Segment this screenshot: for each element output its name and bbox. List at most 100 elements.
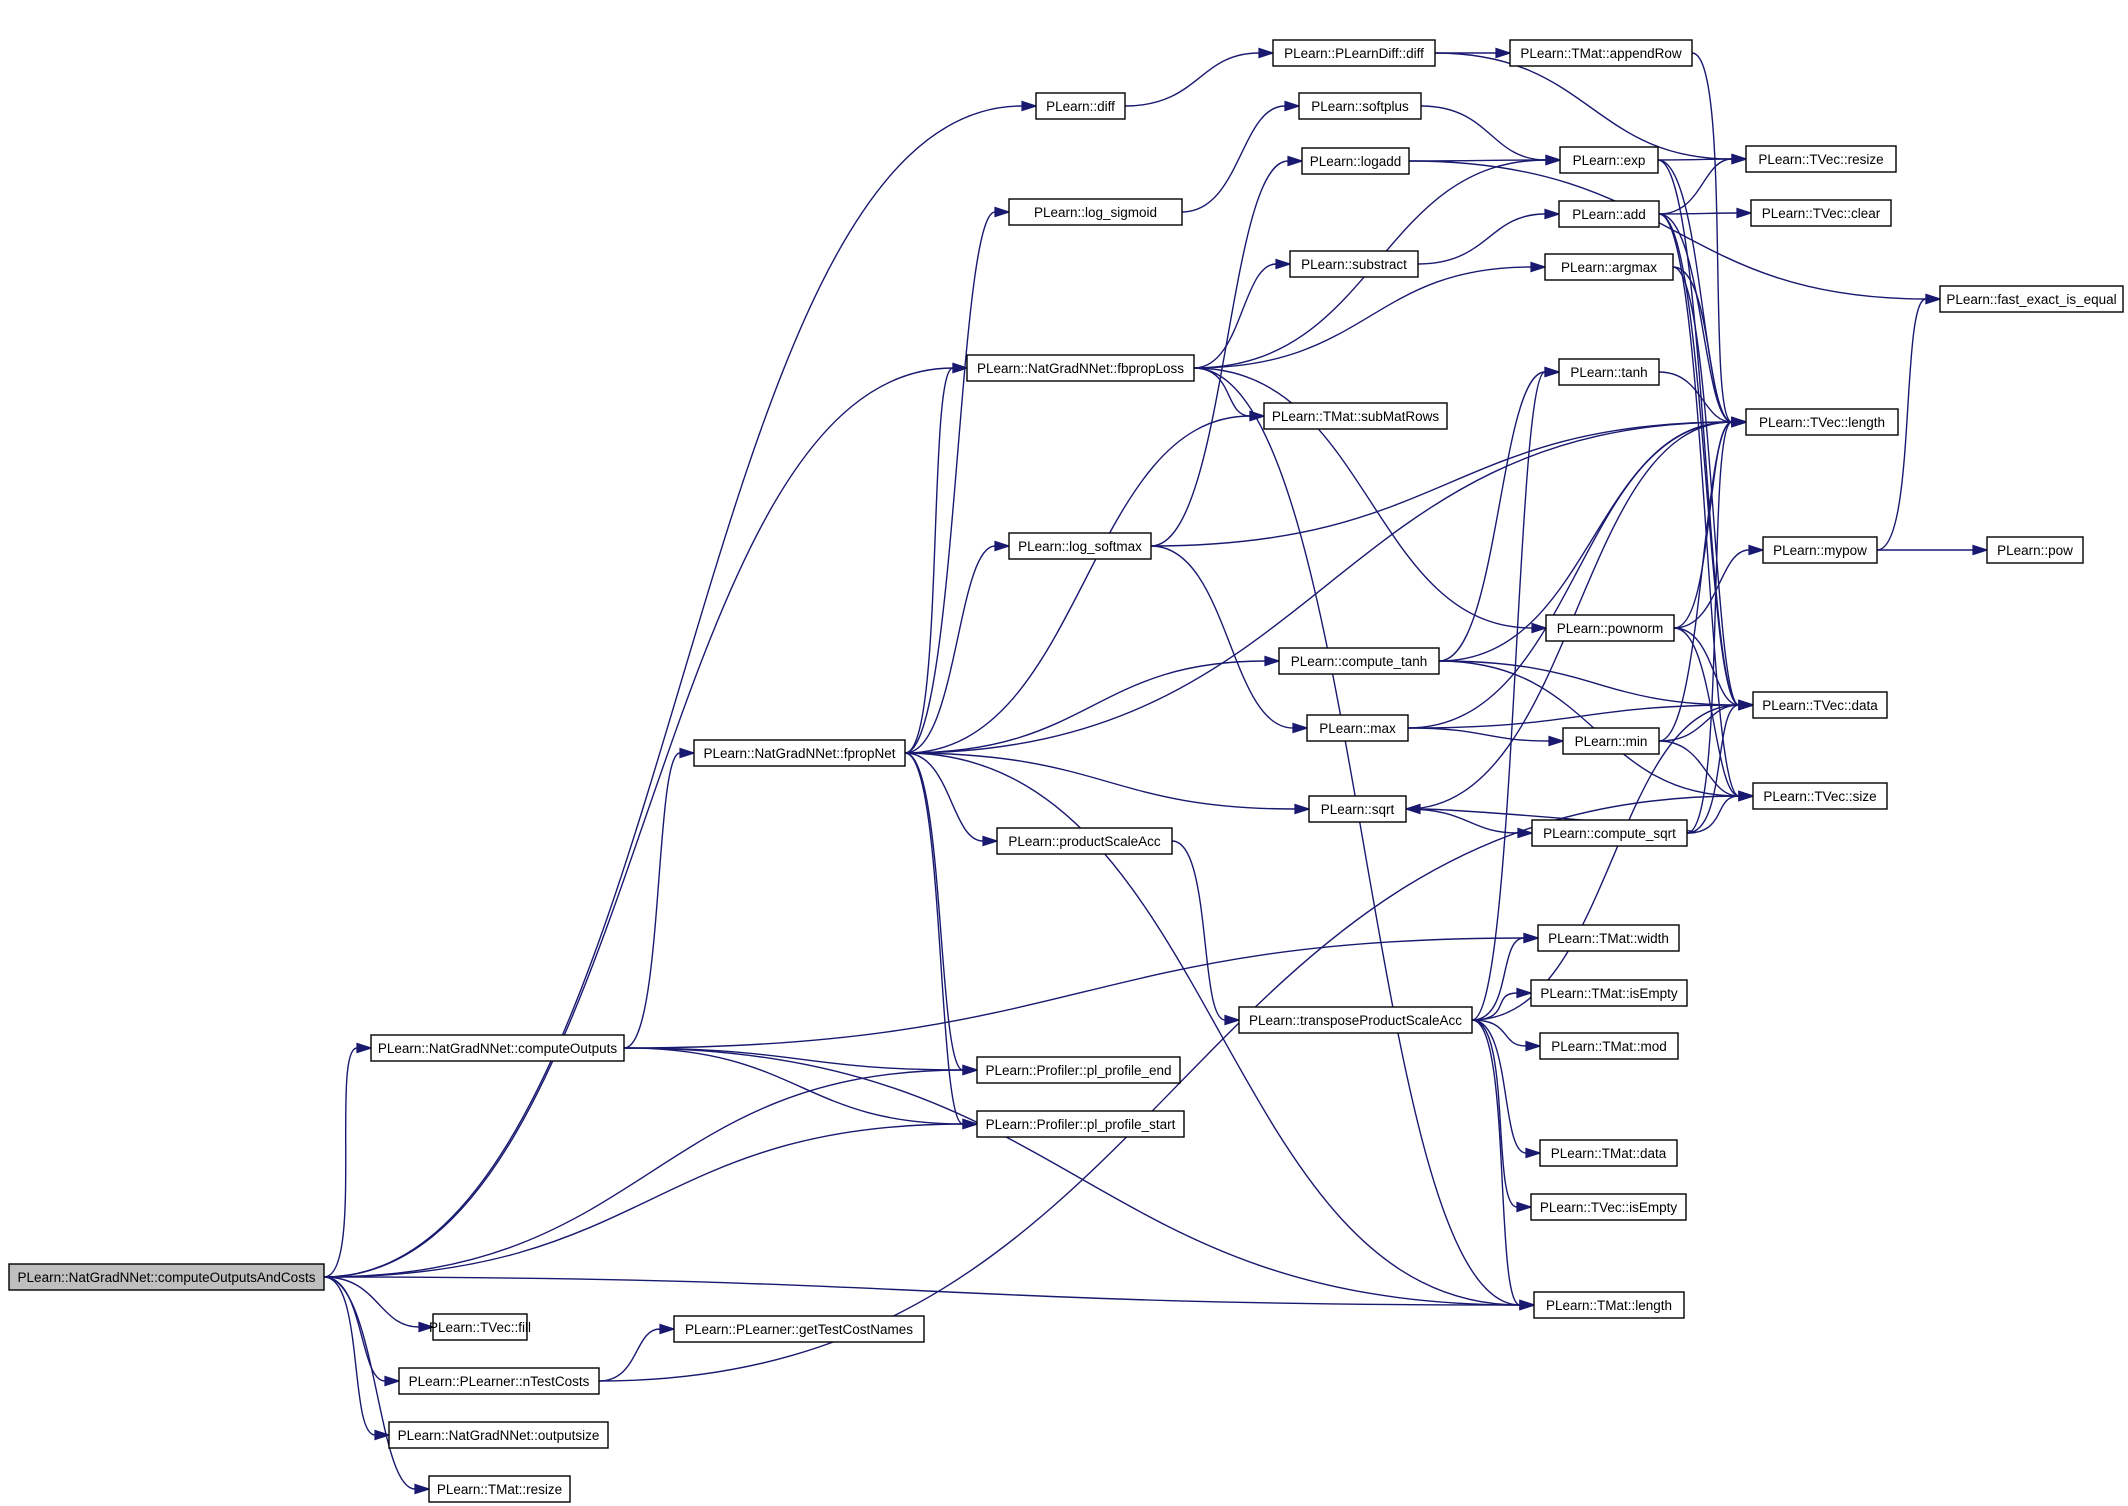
node-exp[interactable]: PLearn::exp <box>1559 146 1659 174</box>
node-tmat-resize[interactable]: PLearn::TMat::resize <box>428 1475 571 1503</box>
node-tmat-mod[interactable]: PLearn::TMat::mod <box>1539 1032 1679 1060</box>
node-box <box>1278 647 1440 675</box>
edge-nTestCosts-to-getTestCostNames <box>598 1323 676 1382</box>
node-tanh[interactable]: PLearn::tanh <box>1558 358 1660 386</box>
node-substract[interactable]: PLearn::substract <box>1289 250 1419 278</box>
edge-max-to-min <box>1407 727 1565 747</box>
node-tmat-data[interactable]: PLearn::TMat::data <box>1539 1139 1678 1167</box>
node-label: PLearn::tanh <box>1570 365 1647 380</box>
node-box <box>1539 1139 1678 1167</box>
node-add[interactable]: PLearn::add <box>1558 200 1660 228</box>
node-label: PLearn::PLearnDiff::diff <box>1284 46 1424 61</box>
node-box <box>673 1315 925 1343</box>
node-outputsize[interactable]: PLearn::NatGradNNet::outputsize <box>388 1421 609 1449</box>
node-box <box>1750 199 1892 227</box>
edge-transposeProductScaleAcc-to-tmatData <box>1471 1019 1542 1159</box>
node-box <box>428 1475 571 1503</box>
edge-logSoftmax-to-max <box>1150 545 1309 734</box>
node-tvec-is-empty[interactable]: PLearn::TVec::isEmpty <box>1530 1193 1687 1221</box>
edge-add-to-tvecResize <box>1658 153 1748 215</box>
node-box <box>1298 92 1422 120</box>
edge-substract-to-add <box>1417 208 1561 265</box>
edge-root-to-fbpropLoss <box>323 362 969 1278</box>
node-pl-profile-end[interactable]: PLearn::Profiler::pl_profile_end <box>976 1056 1181 1084</box>
node-pownorm[interactable]: PLearn::pownorm <box>1545 614 1675 642</box>
node-tvec-data[interactable]: PLearn::TVec::data <box>1752 691 1888 719</box>
node-label: PLearn::Profiler::pl_profile_end <box>985 1063 1171 1078</box>
node-max[interactable]: PLearn::max <box>1306 714 1409 742</box>
node-compute-tanh[interactable]: PLearn::compute_tanh <box>1278 647 1440 675</box>
node-label: PLearn::TMat::width <box>1548 931 1669 946</box>
node-label: PLearn::TMat::subMatRows <box>1272 409 1440 424</box>
node-label: PLearn::substract <box>1301 257 1407 272</box>
node-tmat-is-empty[interactable]: PLearn::TMat::isEmpty <box>1530 979 1688 1007</box>
node-pl-profile-start[interactable]: PLearn::Profiler::pl_profile_start <box>976 1110 1185 1138</box>
edge-pownorm-to-mypow <box>1673 544 1765 629</box>
node-min[interactable]: PLearn::min <box>1562 727 1660 755</box>
node-sqrt[interactable]: PLearn::sqrt <box>1308 795 1407 823</box>
node-box <box>370 1034 625 1062</box>
edge-fbpropLoss-to-tmatLength <box>1193 367 1536 1311</box>
node-label: PLearn::sqrt <box>1321 802 1395 817</box>
node-tmat-width[interactable]: PLearn::TMat::width <box>1537 924 1680 952</box>
node-fprop-net[interactable]: PLearn::NatGradNNet::fpropNet <box>693 739 906 767</box>
node-logadd[interactable]: PLearn::logadd <box>1301 147 1410 175</box>
node-label: PLearn::Profiler::pl_profile_start <box>986 1117 1176 1132</box>
node-get-test-cost-names[interactable]: PLearn::PLearner::getTestCostNames <box>673 1315 925 1343</box>
node-plearn-diff[interactable]: PLearn::PLearnDiff::diff <box>1272 39 1436 67</box>
node-tvec-length[interactable]: PLearn::TVec::length <box>1745 408 1899 436</box>
node-label: PLearn::TVec::length <box>1759 415 1885 430</box>
edge-min-to-tvecLength <box>1658 416 1748 742</box>
node-tvec-clear[interactable]: PLearn::TVec::clear <box>1750 199 1892 227</box>
node-pow[interactable]: PLearn::pow <box>1986 536 2084 564</box>
node-box <box>1530 1193 1687 1221</box>
node-box <box>996 827 1173 855</box>
node-append-row[interactable]: PLearn::TMat::appendRow <box>1509 39 1693 67</box>
node-transpose-product-scale-acc[interactable]: PLearn::transposeProductScaleAcc <box>1238 1006 1473 1034</box>
node-sub-mat-rows[interactable]: PLearn::TMat::subMatRows <box>1263 402 1448 430</box>
node-softplus[interactable]: PLearn::softplus <box>1298 92 1422 120</box>
node-label: PLearn::pownorm <box>1557 621 1664 636</box>
node-label: PLearn::exp <box>1573 153 1646 168</box>
node-box <box>1289 250 1419 278</box>
node-label: PLearn::softplus <box>1311 99 1409 114</box>
node-tvec-size[interactable]: PLearn::TVec::size <box>1752 782 1888 810</box>
node-label: PLearn::TMat::appendRow <box>1520 46 1682 61</box>
node-label: PLearn::pow <box>1997 543 2073 558</box>
node-compute-sqrt[interactable]: PLearn::compute_sqrt <box>1531 819 1688 847</box>
node-root[interactable]: PLearn::NatGradNNet::computeOutputsAndCo… <box>8 1263 325 1291</box>
node-mypow[interactable]: PLearn::mypow <box>1762 536 1878 564</box>
node-argmax[interactable]: PLearn::argmax <box>1544 253 1674 281</box>
node-label: PLearn::fast_exact_is_equal <box>1946 292 2116 307</box>
node-label: PLearn::NatGradNNet::fbpropLoss <box>977 361 1184 376</box>
edge-computeSqrt-to-tvecData <box>1686 699 1755 834</box>
edge-fpropNet-to-plProfileStart <box>904 752 979 1130</box>
node-fast-exact[interactable]: PLearn::fast_exact_is_equal <box>1939 285 2124 313</box>
node-label: PLearn::NatGradNNet::computeOutputs <box>378 1041 618 1056</box>
node-tvec-resize[interactable]: PLearn::TVec::resize <box>1745 145 1897 173</box>
node-fbprop-loss[interactable]: PLearn::NatGradNNet::fbpropLoss <box>966 354 1195 382</box>
node-box <box>8 1263 325 1291</box>
node-tmat-length[interactable]: PLearn::TMat::length <box>1533 1291 1685 1319</box>
node-log-softmax[interactable]: PLearn::log_softmax <box>1008 532 1152 560</box>
node-box <box>1558 358 1660 386</box>
node-box <box>398 1367 600 1395</box>
node-log-sigmoid[interactable]: PLearn::log_sigmoid <box>1008 198 1183 226</box>
node-layer: PLearn::NatGradNNet::computeOutputsAndCo… <box>8 39 2124 1503</box>
edge-logSoftmax-to-logadd <box>1150 155 1304 547</box>
edge-productScaleAcc-to-transposeProductScaleAcc <box>1171 840 1241 1026</box>
edge-fpropNet-to-productScaleAcc <box>904 752 999 847</box>
node-box <box>1562 727 1660 755</box>
edge-fbpropLoss-to-argmax <box>1193 261 1547 369</box>
node-box <box>1545 614 1675 642</box>
edge-add-to-tvecClear <box>1658 207 1753 219</box>
node-n-test-costs[interactable]: PLearn::PLearner::nTestCosts <box>398 1367 600 1395</box>
edge-fpropNet-to-computeTanh <box>904 655 1281 754</box>
node-label: PLearn::compute_tanh <box>1291 654 1428 669</box>
node-label: PLearn::TMat::length <box>1546 1298 1672 1313</box>
node-fill[interactable]: PLearn::TVec::fill <box>429 1313 531 1341</box>
edge-transposeProductScaleAcc-to-tvecIsEmpty <box>1471 1019 1533 1213</box>
node-product-scale-acc[interactable]: PLearn::productScaleAcc <box>996 827 1173 855</box>
node-diff[interactable]: PLearn::diff <box>1035 92 1126 120</box>
node-compute-outputs[interactable]: PLearn::NatGradNNet::computeOutputs <box>370 1034 625 1062</box>
